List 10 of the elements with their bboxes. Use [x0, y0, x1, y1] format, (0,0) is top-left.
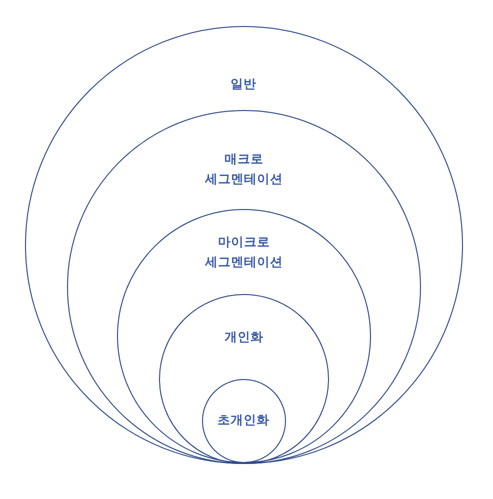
circle-label: 일반 — [230, 74, 258, 93]
circle-label: 매크로 세그멘테이션 — [204, 150, 284, 188]
circle-label: 마이크로 세그멘테이션 — [204, 233, 284, 272]
circle-label: 개인화 — [223, 328, 264, 346]
circle — [117, 209, 372, 464]
circle — [202, 378, 286, 463]
circle — [25, 26, 463, 464]
circle — [159, 294, 330, 464]
circle — [67, 110, 422, 464]
circle-label: 초개인화 — [216, 411, 270, 430]
